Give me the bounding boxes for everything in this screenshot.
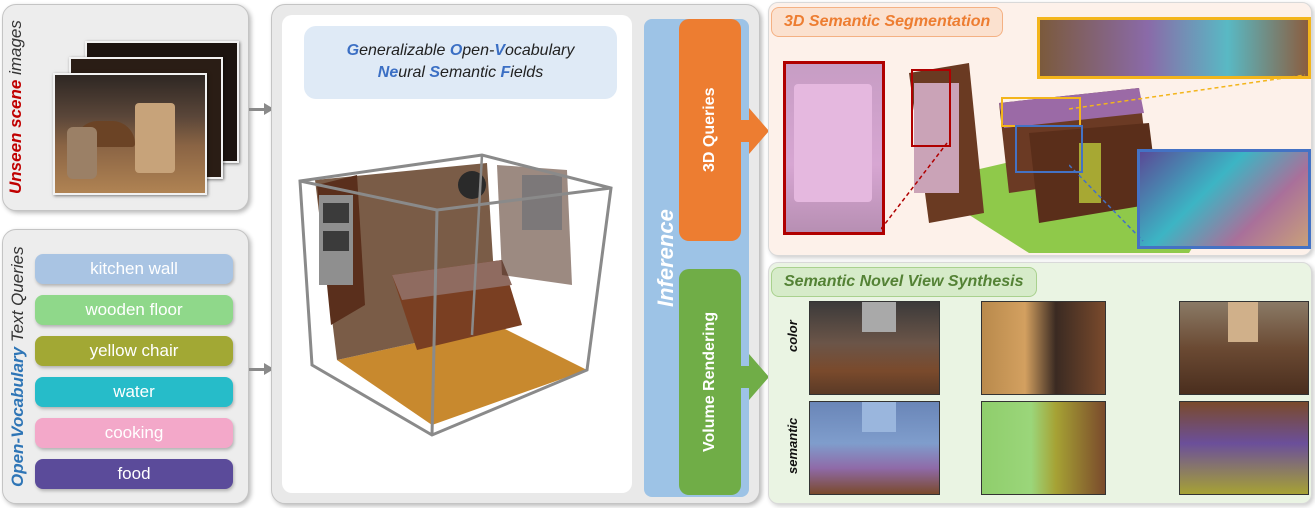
arrow-queries-to-model [249, 363, 274, 375]
query-chip-1: wooden floor [35, 295, 233, 325]
zoom-link-red [881, 142, 948, 230]
scene-images-title-rest: images [6, 20, 25, 80]
title-txt-1: eneralizable [359, 42, 450, 59]
zoom-link-blue [1069, 164, 1144, 242]
title-hl-s: S [429, 64, 441, 81]
row-label-color: color [785, 320, 800, 352]
scene-cube [298, 153, 613, 437]
color-view-3 [1179, 301, 1309, 395]
arrow-orange [731, 108, 769, 154]
title-hl-ne: Ne [377, 64, 399, 81]
rendering-bar: Volume Rendering [679, 269, 741, 495]
stack-image-front [53, 73, 207, 195]
title-txt-6: ields [510, 64, 544, 81]
arrow-green [731, 354, 769, 400]
arrow-images-to-model [249, 103, 274, 115]
segmentation-title: 3D Semantic Segmentation [771, 7, 1004, 37]
title-txt-4: ural [398, 64, 430, 81]
semantic-view-2 [981, 401, 1106, 495]
semantic-view-1 [809, 401, 940, 495]
zoom-box-blue [1137, 149, 1311, 249]
zoom-link-yellow [1069, 74, 1306, 110]
scene-images-title: Unseen scene images [5, 13, 27, 201]
novel-view-panel: Semantic Novel View Synthesis color sema… [768, 262, 1312, 504]
title-hl-o: O [449, 42, 463, 59]
title-hl-v: V [494, 42, 505, 59]
text-queries-title-em: Open-Vocabulary [8, 347, 27, 488]
model-panel: Generalizable Open-Vocabulary Neural Sem… [271, 4, 760, 504]
queries-bar: 3D Queries [679, 19, 741, 241]
title-txt-3: ocabulary [504, 42, 575, 59]
title-txt-5: emantic [440, 64, 501, 81]
title-txt-2: pen- [462, 42, 495, 59]
novel-view-title: Semantic Novel View Synthesis [771, 267, 1037, 297]
scene-images-panel: Unseen scene images [2, 4, 249, 211]
query-chip-4: cooking [35, 418, 233, 448]
segmentation-panel: 3D Semantic Segmentation [768, 2, 1312, 256]
semantic-view-3 [1179, 401, 1309, 495]
row-label-semantic: semantic [785, 417, 800, 475]
text-queries-title-rest: Text Queries [8, 246, 27, 348]
title-hl-g: G [346, 42, 360, 59]
zoom-box-yellow [1037, 17, 1311, 79]
model-title-line1: Generalizable Open-Vocabulary [304, 40, 617, 62]
text-queries-panel: Open-Vocabulary Text Queries kitchen wal… [2, 229, 249, 504]
color-view-2 [981, 301, 1106, 395]
title-hl-f: F [500, 64, 511, 81]
color-view-1 [809, 301, 940, 395]
query-chip-0: kitchen wall [35, 254, 233, 284]
image-stack [37, 25, 242, 195]
scene-images-title-em: Unseen scene [6, 79, 25, 194]
query-chip-3: water [35, 377, 233, 407]
model-title-box: Generalizable Open-Vocabulary Neural Sem… [304, 26, 617, 99]
query-chip-5: food [35, 459, 233, 489]
text-queries-title: Open-Vocabulary Text Queries [7, 236, 29, 498]
query-chip-2: yellow chair [35, 336, 233, 366]
scene-floor [337, 325, 587, 425]
zoom-box-red [783, 61, 885, 235]
zoom-src-blue [1015, 125, 1083, 173]
model-title-line2: Neural Semantic Fields [304, 62, 617, 84]
zoom-src-red [911, 69, 951, 147]
